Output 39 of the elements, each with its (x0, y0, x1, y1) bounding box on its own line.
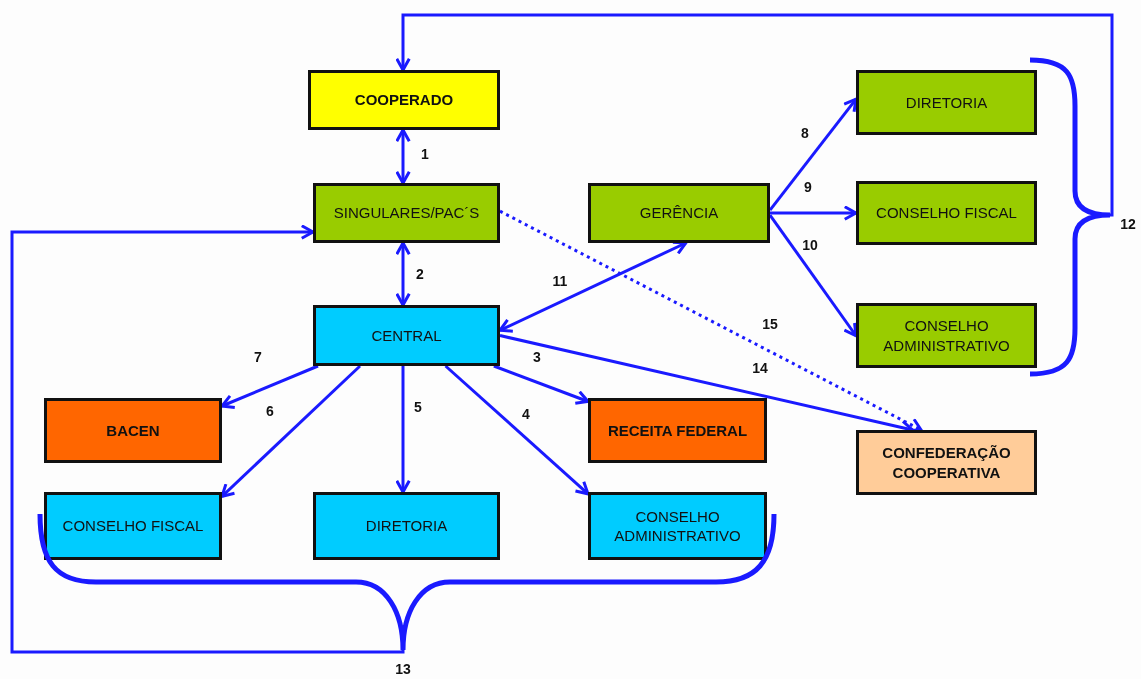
org-box (856, 181, 1037, 245)
box-text: SINGULARES/PAC´S (333, 203, 480, 223)
arrow (499, 209, 923, 432)
org-box (313, 183, 500, 243)
org-box (44, 398, 222, 463)
arrow (395, 128, 411, 185)
org-box (588, 398, 767, 463)
org-box (856, 303, 1037, 368)
arrow (493, 364, 590, 405)
arrow (768, 97, 858, 211)
box-text: CONFEDERAÇÃO COOPERATIVA (881, 443, 1012, 482)
box-text: GERÊNCIA (639, 203, 719, 223)
org-box (44, 492, 222, 560)
box-text: CONSELHO FISCAL (62, 516, 204, 536)
arrow (395, 366, 411, 494)
org-box (308, 70, 500, 130)
box-text: RECEITA FEDERAL (607, 420, 748, 441)
box-text: CONSELHO FISCAL (876, 203, 1017, 223)
box-text: CONSELHO ADMINISTRATIVO (613, 506, 742, 546)
arrow (220, 364, 362, 498)
arrow (770, 205, 858, 221)
arrow (395, 241, 411, 307)
box-text: COOPERADO (354, 90, 454, 110)
box-text: CENTRAL (371, 325, 442, 346)
arrow (395, 13, 1114, 217)
org-box (313, 492, 500, 560)
arrow (10, 224, 405, 654)
arrow (444, 364, 590, 496)
arrow (220, 364, 319, 409)
org-box (856, 70, 1037, 135)
box-text: CONSELHO ADMINISTRATIVO (882, 316, 1011, 355)
org-box (588, 492, 767, 560)
org-box (313, 305, 500, 366)
box-text: DIRETORIA (365, 516, 448, 536)
arrow (768, 214, 858, 338)
box-text: DIRETORIA (905, 92, 988, 113)
org-box (856, 430, 1037, 495)
box-text: BACEN (106, 420, 160, 441)
org-box (588, 183, 770, 243)
